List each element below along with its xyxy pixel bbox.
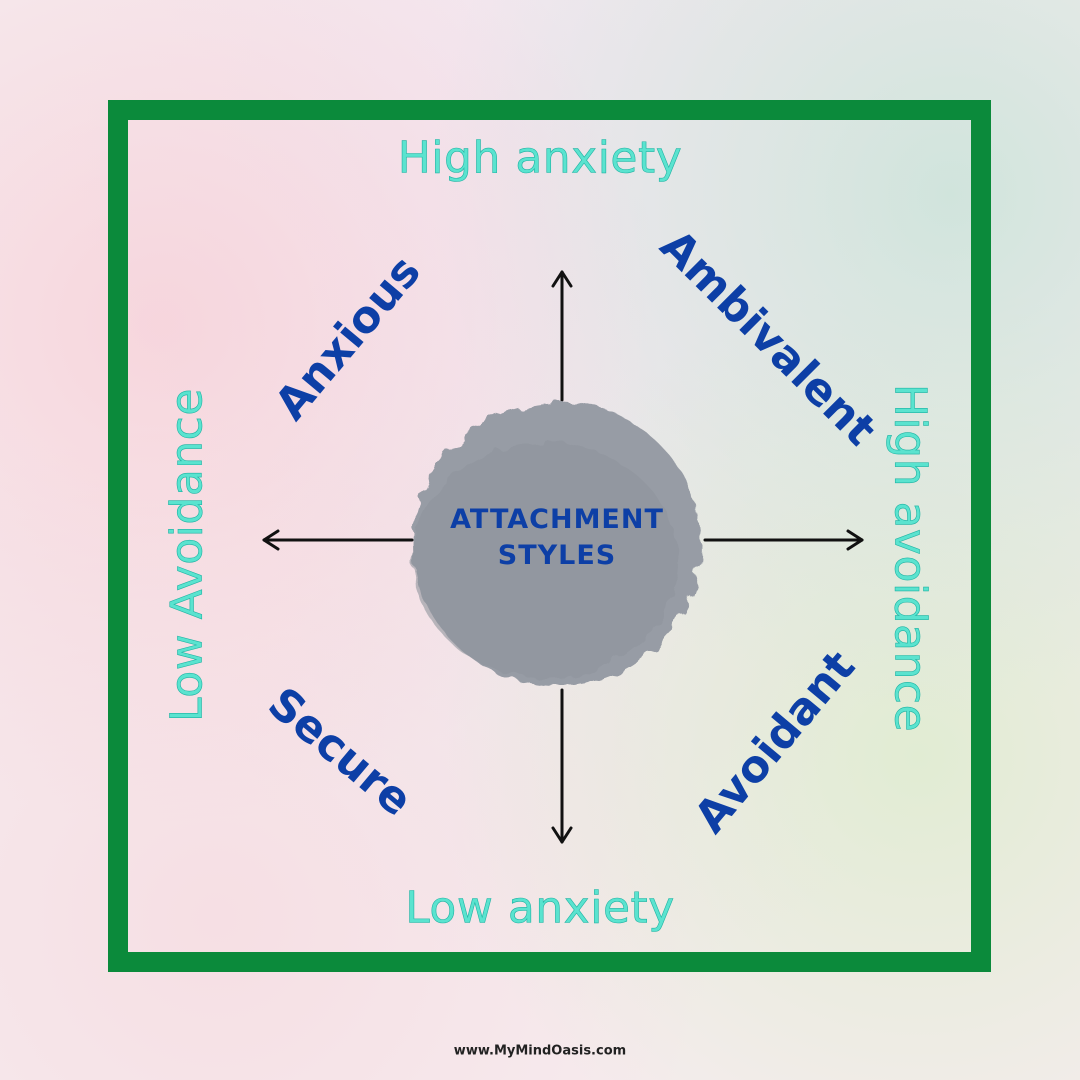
center-title-line-1: ATTACHMENT xyxy=(450,504,664,535)
center-title: ATTACHMENT STYLES xyxy=(450,502,664,574)
axis-label-high-avoidance: High avoidance xyxy=(884,383,936,733)
arrow-right-head xyxy=(846,529,864,551)
footer-website: www.MyMindOasis.com xyxy=(453,1043,627,1059)
axis-arrows xyxy=(262,270,864,844)
center-brush-circle xyxy=(413,402,701,686)
axis-label-low-avoidance: Low Avoidance xyxy=(161,388,213,722)
arrow-down-head xyxy=(551,826,573,844)
arrow-up-head xyxy=(551,270,573,288)
arrow-left-head xyxy=(262,529,280,551)
axis-label-low-anxiety: Low anxiety xyxy=(405,882,675,934)
diagram-frame xyxy=(108,100,991,972)
axis-label-high-anxiety: High anxiety xyxy=(397,132,683,184)
center-title-line-2: STYLES xyxy=(497,540,617,571)
